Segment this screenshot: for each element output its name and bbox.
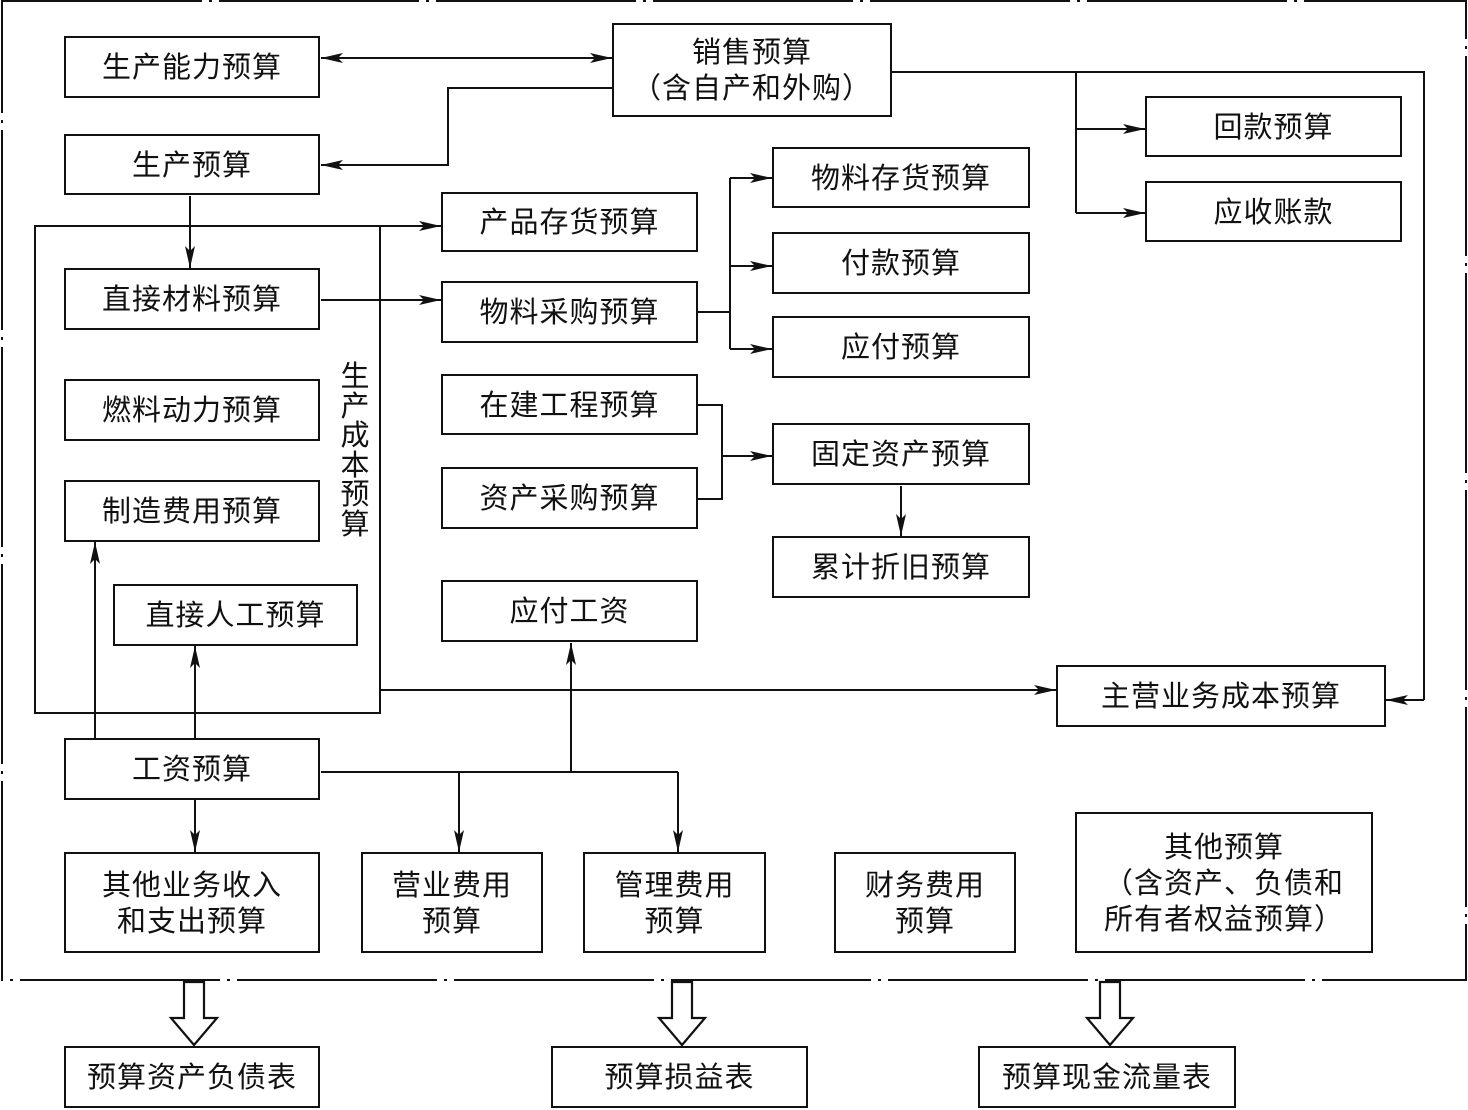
node-sales-line2: （含自产和外购） xyxy=(631,71,872,105)
node-material-purchase-label: 物料采购预算 xyxy=(479,295,660,329)
node-direct-labor: 直接人工预算 xyxy=(113,584,358,646)
node-manufacturing-expense: 制造费用预算 xyxy=(64,480,320,542)
node-depreciation: 累计折旧预算 xyxy=(772,536,1030,598)
node-asset-purchase-label: 资产采购预算 xyxy=(479,481,660,515)
production-cost-label: 生 产 成 本 预 算 xyxy=(340,359,370,541)
node-fuel-power-label: 燃料动力预算 xyxy=(101,393,282,427)
node-receivables: 应收账款 xyxy=(1145,181,1402,242)
node-balance-sheet: 预算资产负债表 xyxy=(64,1046,320,1108)
node-construction: 在建工程预算 xyxy=(441,374,698,435)
node-cash-flow-label: 预算现金流量表 xyxy=(1001,1060,1212,1094)
node-material-inventory: 物料存货预算 xyxy=(772,147,1030,208)
node-wages-label: 工资预算 xyxy=(131,752,252,786)
line-construction xyxy=(698,404,723,500)
node-admin-expense: 管理费用 预算 xyxy=(583,852,766,953)
node-other-budget: 其他预算 （含资产、负债和 所有者权益预算） xyxy=(1075,812,1373,953)
node-depreciation-label: 累计折旧预算 xyxy=(810,550,991,584)
arrow-sales-production xyxy=(321,87,612,170)
node-sales-expense-line1: 营业费用 xyxy=(391,867,512,902)
node-main-business-cost: 主营业务成本预算 xyxy=(1056,665,1386,727)
node-manufacturing-expense-label: 制造费用预算 xyxy=(101,494,282,528)
node-admin-expense-line1: 管理费用 xyxy=(614,867,735,902)
node-sales-line1: 销售预算 xyxy=(691,35,812,69)
node-admin-expense-line2: 预算 xyxy=(644,903,705,938)
node-wages-payable-label: 应付工资 xyxy=(509,594,630,628)
node-finance-expense-line1: 财务费用 xyxy=(864,867,985,902)
hollow-arrow-income xyxy=(656,980,708,1047)
hollow-arrow-cashflow xyxy=(1084,980,1136,1047)
node-product-inventory-label: 产品存货预算 xyxy=(479,205,660,239)
node-other-budget-line1: 其他预算 xyxy=(1163,829,1284,864)
node-other-budget-line3: 所有者权益预算） xyxy=(1103,901,1344,936)
node-sales-expense: 营业费用 预算 xyxy=(361,852,543,953)
node-production-capacity-label: 生产能力预算 xyxy=(101,50,282,84)
node-finance-expense-line2: 预算 xyxy=(894,903,955,938)
node-payment: 付款预算 xyxy=(772,232,1030,294)
node-production-capacity: 生产能力预算 xyxy=(64,36,320,98)
node-repayment: 回款预算 xyxy=(1145,96,1402,157)
node-production: 生产预算 xyxy=(64,134,320,195)
node-other-business: 其他业务收入 和支出预算 xyxy=(64,852,320,953)
node-income-statement: 预算损益表 xyxy=(551,1046,808,1108)
node-other-budget-line2: （含资产、负债和 xyxy=(1103,865,1344,900)
node-production-label: 生产预算 xyxy=(131,147,252,182)
node-sales: 销售预算 （含自产和外购） xyxy=(612,23,892,117)
node-income-statement-label: 预算损益表 xyxy=(604,1060,755,1094)
node-other-business-line2: 和支出预算 xyxy=(116,903,267,938)
node-direct-labor-label: 直接人工预算 xyxy=(145,598,326,632)
node-wages-payable: 应付工资 xyxy=(441,580,698,642)
hollow-arrow-balance xyxy=(168,980,220,1047)
node-cash-flow: 预算现金流量表 xyxy=(978,1046,1236,1108)
node-finance-expense: 财务费用 预算 xyxy=(834,852,1016,953)
node-main-business-cost-label: 主营业务成本预算 xyxy=(1100,679,1341,713)
node-fixed-assets: 固定资产预算 xyxy=(772,423,1030,485)
node-material-inventory-label: 物料存货预算 xyxy=(810,160,991,195)
node-construction-label: 在建工程预算 xyxy=(479,387,660,422)
node-fuel-power: 燃料动力预算 xyxy=(64,379,320,441)
node-payable-label: 应付预算 xyxy=(840,330,961,364)
node-receivables-label: 应收账款 xyxy=(1213,194,1334,229)
outer-frame xyxy=(1,0,1467,981)
production-cost-bracket xyxy=(34,225,381,714)
node-direct-material-label: 直接材料预算 xyxy=(101,282,282,316)
node-payment-label: 付款预算 xyxy=(840,246,961,280)
node-other-business-line1: 其他业务收入 xyxy=(101,867,282,902)
node-asset-purchase: 资产采购预算 xyxy=(441,467,698,529)
node-payable: 应付预算 xyxy=(772,316,1030,378)
node-balance-sheet-label: 预算资产负债表 xyxy=(86,1060,297,1094)
node-direct-material: 直接材料预算 xyxy=(64,268,320,330)
line-sales-right xyxy=(892,71,1425,700)
node-material-purchase: 物料采购预算 xyxy=(441,281,698,343)
node-product-inventory: 产品存货预算 xyxy=(441,192,698,252)
node-sales-expense-line2: 预算 xyxy=(421,903,482,938)
node-repayment-label: 回款预算 xyxy=(1213,109,1334,144)
node-fixed-assets-label: 固定资产预算 xyxy=(810,437,991,471)
node-wages: 工资预算 xyxy=(64,738,320,800)
